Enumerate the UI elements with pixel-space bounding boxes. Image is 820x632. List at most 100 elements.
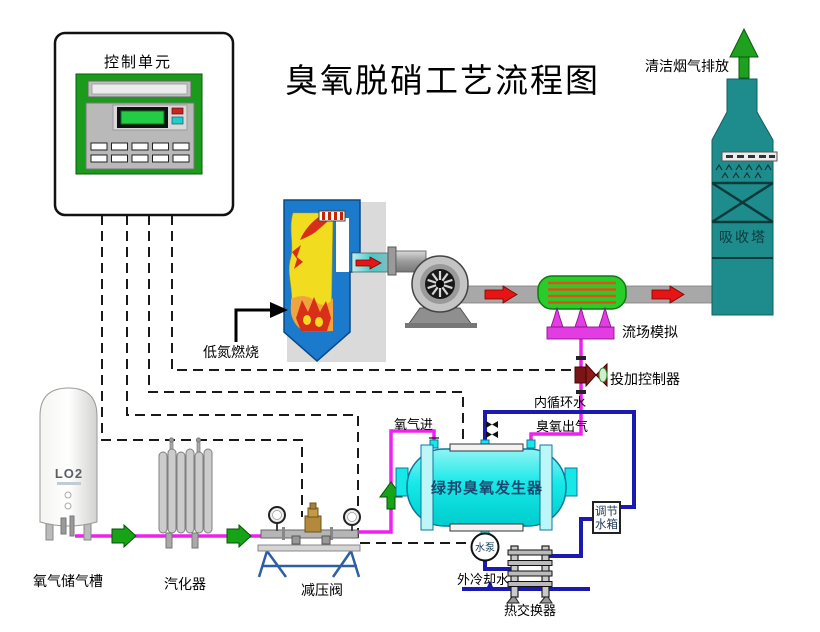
arrow-head — [270, 302, 288, 318]
flame-core — [303, 315, 311, 325]
prv-frame — [257, 550, 361, 578]
absorber-tower: 吸收塔 — [711, 78, 778, 316]
inner-water-valves — [486, 421, 498, 438]
low-nox-arrow — [234, 302, 288, 342]
tower-shell — [711, 78, 774, 316]
prv-table — [257, 544, 361, 552]
valve-actuator — [598, 367, 608, 383]
prv-label: 减压阀 — [301, 582, 343, 598]
fan-hub — [436, 280, 444, 288]
pressure-reducing-valve — [257, 502, 361, 578]
valve-body — [574, 366, 587, 384]
control-unit-label: 控制单元 — [104, 54, 172, 71]
keypad[interactable] — [90, 142, 190, 163]
page-title: 臭氧脱硝工艺流程图 — [285, 62, 600, 99]
dosing-valve — [574, 356, 608, 394]
nozzle-header — [546, 326, 615, 340]
tank-end-boss — [395, 467, 409, 497]
prv-valve-body — [291, 535, 301, 545]
nozzle — [550, 306, 564, 328]
absorber-label: 吸收塔 — [719, 229, 767, 245]
flow-sim-label: 流场模拟 — [622, 324, 678, 340]
signal-line-generator — [148, 215, 464, 446]
control-signal-lines — [101, 215, 572, 544]
o2-tank-label: 氧气储气槽 — [33, 573, 103, 589]
hx-plates — [507, 549, 553, 587]
regulator-cap — [309, 502, 317, 510]
green-flow-arrows — [111, 481, 403, 549]
burner — [318, 210, 346, 222]
flame-core — [315, 317, 323, 327]
tank-flange-band — [420, 444, 434, 531]
tank-nozzle — [526, 439, 536, 449]
prv-flange — [330, 527, 333, 540]
valve-icon — [492, 431, 498, 438]
lo2-label: LO2 — [55, 466, 83, 481]
vaporizer-leg — [191, 532, 199, 549]
flame-left — [292, 245, 303, 269]
control-unit: 控制单元 — [53, 31, 235, 217]
green-arrow-stem — [738, 54, 750, 79]
tank-fine-print — [57, 482, 81, 485]
tank-fitting — [60, 517, 67, 535]
regulating-water-tank: 调节 水箱 — [592, 501, 621, 534]
prv-valve-body — [321, 535, 331, 545]
red-flow-arrow — [484, 285, 518, 304]
flow-arrow-right-icon — [226, 523, 252, 549]
ozone-injection-unit — [537, 275, 627, 310]
spray-pattern — [715, 163, 772, 179]
red-button[interactable] — [171, 107, 184, 115]
signal-line-dosing — [171, 215, 572, 371]
valve-icon — [486, 421, 492, 428]
tank-top-plate — [449, 443, 524, 452]
green-arrow-head — [729, 27, 759, 58]
vaporizer-leg — [165, 532, 173, 549]
vaporizer-fins — [158, 448, 213, 534]
tank-fitting — [69, 515, 75, 537]
tank-port — [64, 491, 72, 499]
pipe-prv-to-generator — [356, 429, 436, 534]
hx-label: 热交换器 — [504, 603, 556, 618]
vaporizer-label: 汽化器 — [164, 576, 206, 592]
signal-line-o2tank-prv — [101, 215, 303, 517]
pump-label: 水泵 — [475, 542, 495, 554]
fan-blades — [427, 271, 453, 297]
panel-top-display — [91, 83, 188, 95]
nozzle — [574, 306, 588, 328]
pipe-box-to-hx — [549, 517, 593, 558]
inner-water-label: 内循环水 — [534, 395, 586, 410]
pipe-pump-to-hx — [483, 560, 513, 571]
hx-feet — [505, 596, 553, 604]
heat-exchanger — [505, 545, 553, 604]
fan-inlet-flange — [387, 246, 397, 276]
prv-flange — [282, 527, 285, 540]
furnace-channel-gap — [336, 218, 349, 272]
water-pump: 水泵 — [470, 532, 500, 562]
lcd-screen — [120, 110, 165, 125]
cyan-button[interactable] — [171, 116, 184, 125]
tank-nozzle — [429, 439, 439, 449]
flame-top — [300, 216, 334, 240]
regulator-body — [304, 515, 322, 533]
signal-line-pump — [126, 215, 468, 544]
generator-label: 绿邦臭氧发生器 — [431, 479, 543, 497]
mixer-tubes — [548, 281, 616, 304]
nozzle — [598, 306, 612, 328]
ozone-generator: 绿邦臭氧发生器 — [395, 439, 578, 535]
low-nox-label: 低氮燃烧 — [203, 344, 259, 360]
packing-section — [711, 181, 774, 224]
spray-header-slots — [726, 155, 775, 158]
tank-flange-band — [539, 444, 553, 531]
mixer-body — [537, 275, 627, 310]
reg-tank-label-1: 调节 — [595, 505, 618, 518]
fan — [387, 246, 477, 328]
tank-port — [64, 502, 72, 510]
valve-flange — [576, 356, 586, 360]
clean-gas-label: 清洁烟气排放 — [645, 58, 729, 74]
fan-base — [405, 323, 477, 328]
valve-icon — [492, 421, 498, 428]
tank-bottom-plate — [449, 523, 524, 532]
pump-body — [470, 532, 500, 562]
